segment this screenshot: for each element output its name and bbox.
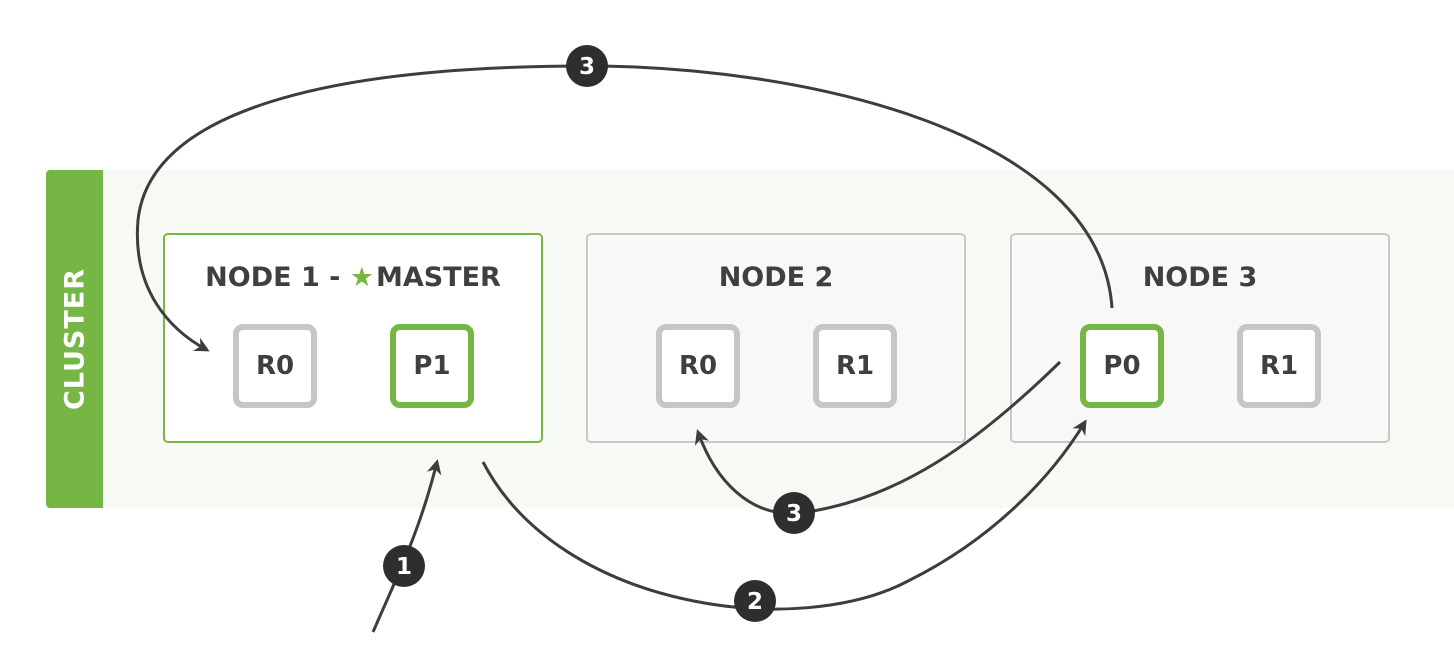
step-3-bottom-label: 3	[786, 501, 802, 527]
step-marker-2: 2	[734, 580, 776, 622]
shard-p0-node3: P0	[1080, 324, 1164, 408]
step-marker-3-top: 3	[566, 45, 608, 87]
cluster-tab: CLUSTER	[46, 170, 103, 508]
node-1-title: NODE 1 - ★MASTER	[165, 262, 541, 293]
node-1-master: NODE 1 - ★MASTER R0 P1	[163, 233, 543, 443]
arrow-step-3-node2	[694, 360, 1062, 515]
step-marker-1: 1	[383, 545, 425, 587]
node-1-title-prefix: NODE 1 -	[205, 262, 350, 293]
shard-r0-node1: R0	[233, 324, 317, 408]
shard-r1-node2: R1	[813, 324, 897, 408]
shard-r1-node3: R1	[1237, 324, 1321, 408]
step-marker-3-bottom: 3	[773, 492, 815, 534]
step-1-label: 1	[396, 554, 412, 580]
master-label: MASTER	[375, 262, 501, 293]
node-2: NODE 2 R0 R1	[586, 233, 966, 443]
shard-p1-node1: P1	[390, 324, 474, 408]
step-2-label: 2	[747, 589, 763, 615]
node-3: NODE 3 P0 R1	[1010, 233, 1390, 443]
arrow-step-2	[481, 419, 1087, 611]
node-2-title: NODE 2	[718, 262, 834, 293]
star-icon: ★	[349, 262, 374, 293]
step-3-top-label: 3	[579, 54, 595, 80]
node-3-title: NODE 3	[1142, 262, 1258, 293]
shard-r0-node2: R0	[656, 324, 740, 408]
arrow-step-3-node1	[135, 64, 1114, 352]
